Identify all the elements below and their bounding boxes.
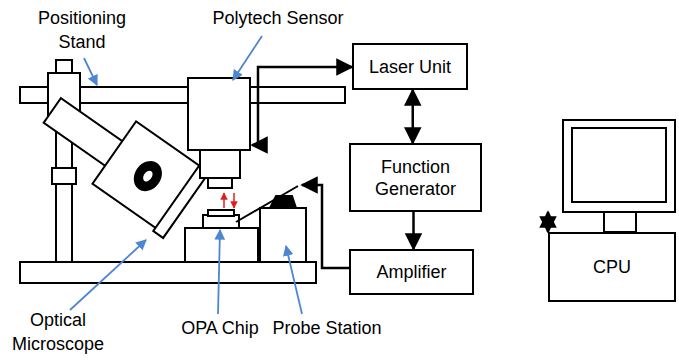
stand-label: Positioning Stand xyxy=(24,6,140,54)
signal-connector xyxy=(412,90,415,143)
signal-connector xyxy=(547,212,550,232)
sensor-label: Polytech Sensor xyxy=(193,6,363,30)
box-text: Function Generator xyxy=(351,156,480,200)
function-generator-box: Function Generator xyxy=(349,143,482,212)
probe-station-label: Probe Station xyxy=(262,316,392,340)
signal-connector xyxy=(412,212,415,249)
box-text: CPU xyxy=(589,256,635,278)
box-text: Laser Unit xyxy=(365,56,455,78)
laser-unit-box: Laser Unit xyxy=(352,43,468,90)
chip-label: OPA Chip xyxy=(170,316,270,340)
cpu-box: CPU xyxy=(548,232,676,302)
microscope-label: Optical Microscope xyxy=(0,308,116,356)
box-text: Amplifier xyxy=(372,261,450,283)
amplifier-box: Amplifier xyxy=(349,249,474,295)
